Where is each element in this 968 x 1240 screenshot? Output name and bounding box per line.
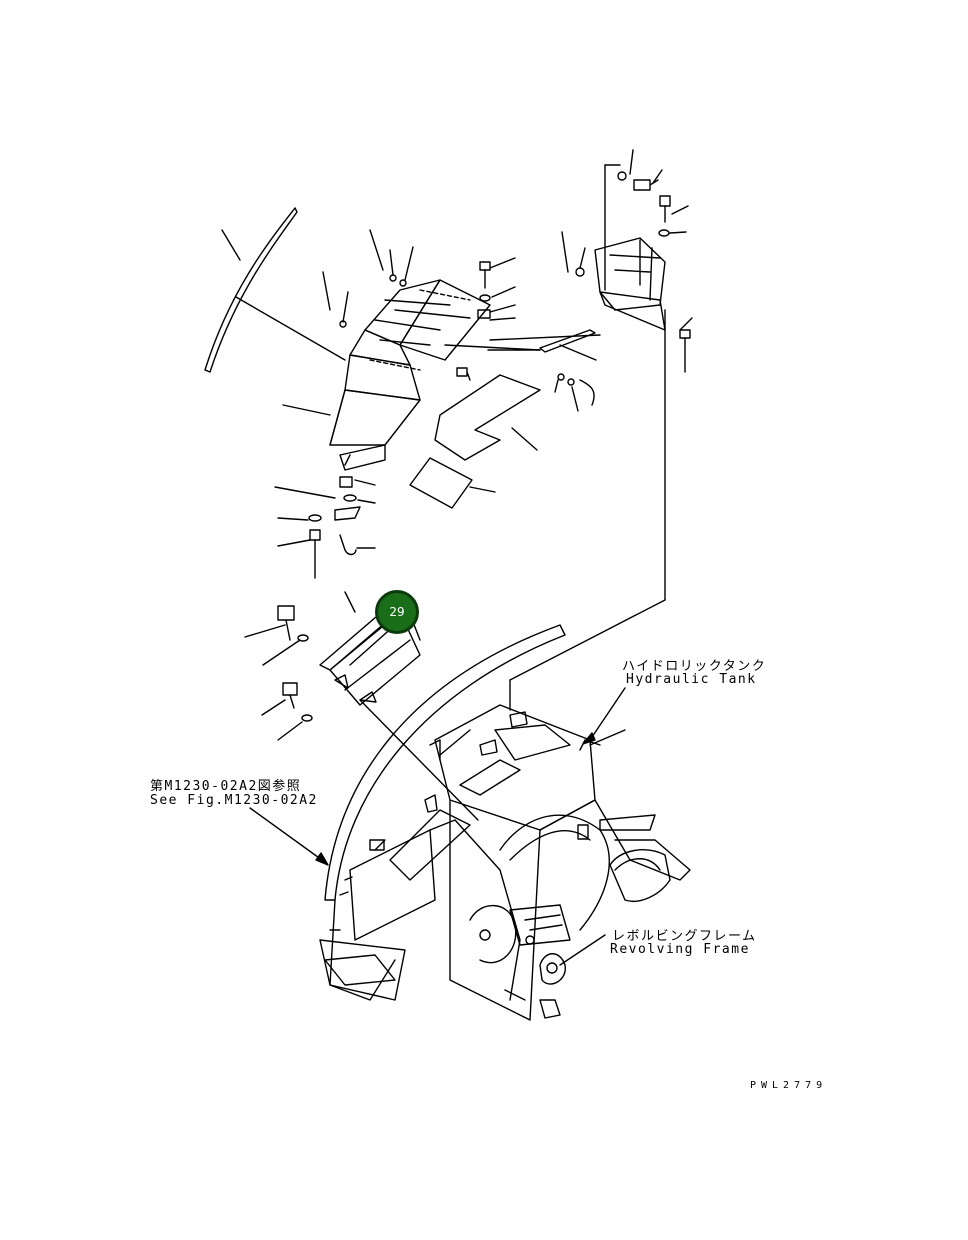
revolving-frame-label-en: Revolving Frame	[610, 942, 750, 957]
revolving-frame-label-jp: レボルビングフレーム	[612, 929, 757, 944]
center-bolts	[456, 257, 516, 381]
hydraulic-tank-label-en: Hydraulic Tank	[626, 672, 757, 687]
revolving-frame	[319, 624, 691, 1021]
label-leaders	[249, 687, 626, 966]
right-bracket-assembly	[444, 149, 693, 711]
see-fig-label-jp: 第M1230-02A2図参照	[150, 779, 302, 794]
lower-left-hardware	[274, 476, 376, 579]
drawing-code: PWL2779	[750, 1080, 828, 1091]
upper-cover-assembly	[282, 229, 491, 471]
hydraulic-tank-label-jp: ハイドロリックタンク	[622, 659, 767, 674]
callout-29[interactable]: 29	[375, 590, 419, 634]
see-fig-label-en: See Fig.M1230-02A2	[150, 793, 318, 808]
floor-plates	[409, 374, 541, 509]
weather-strip	[204, 207, 346, 373]
